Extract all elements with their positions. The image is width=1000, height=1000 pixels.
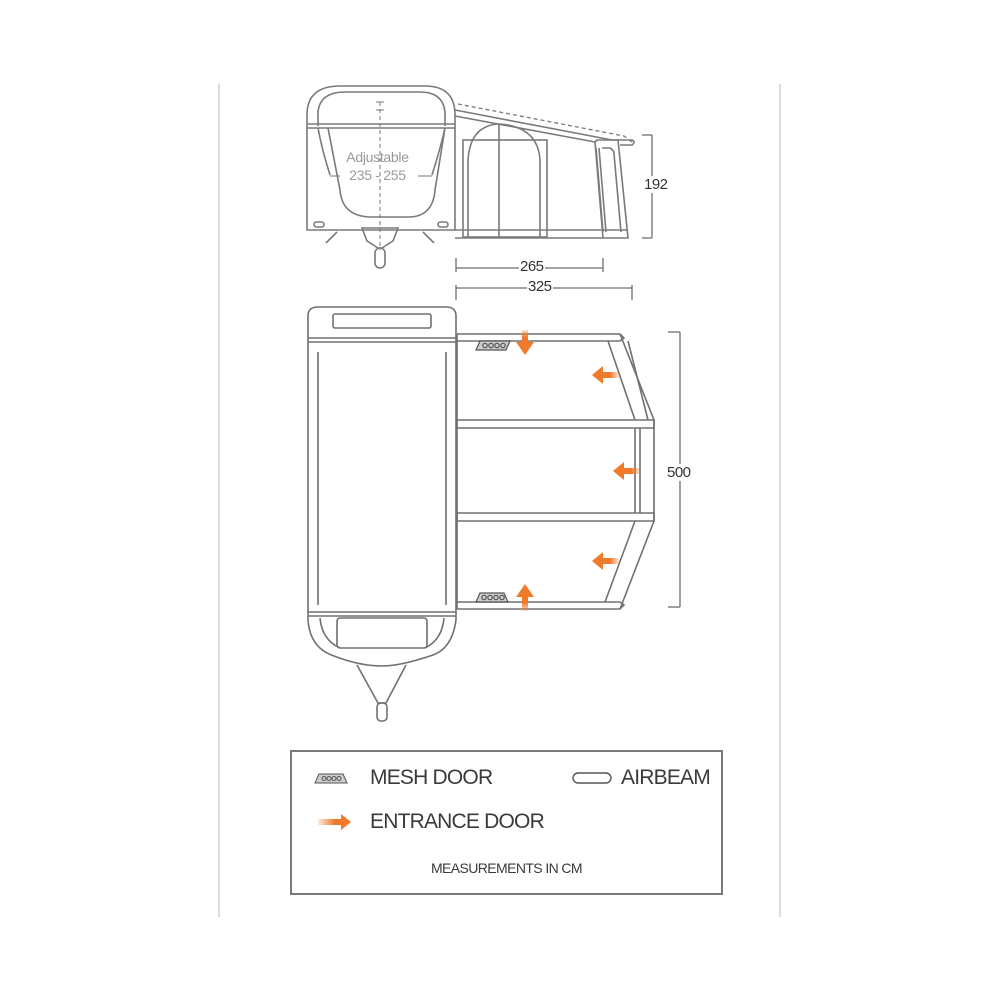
entrance-arrow-icon [592,552,619,570]
adjustable-text: Adjustable [346,149,409,165]
legend-item-entrance-door: ENTRANCE DOOR [318,810,545,834]
legend-item-mesh-door: MESH DOOR [314,766,493,790]
mesh-door-icon [475,340,511,351]
legend-label: AIRBEAM [621,766,711,789]
caravan-front-view [306,85,456,269]
entrance-arrow-icon [613,462,640,480]
legend-label: MESH DOOR [370,766,493,789]
caravan-plan-view [307,306,457,722]
depth-outer-dimension-label: 325 [527,278,553,295]
legend-item-airbeam: AIRBEAM [572,766,711,790]
awning-side-view [454,103,635,239]
mesh-door-icon [475,592,509,603]
frame-left-line [218,84,220,917]
entrance-arrow-icon [516,330,534,355]
caravan-width-label: Adjustable 235 - 255 [330,148,425,184]
legend: MESH DOOR AIRBEAM ENTRANCE DOOR MEASUREM… [290,750,723,895]
adjustable-range: 235 - 255 [349,167,406,183]
frame-right-line [779,84,781,917]
measurements-note: MEASUREMENTS IN CM [431,860,583,876]
plan-width-dimension-label: 500 [667,464,691,481]
side-view-dimensions [455,134,653,300]
entrance-arrow-icon [592,366,619,384]
airbeam-icon [572,772,612,784]
legend-label: ENTRANCE DOOR [370,810,545,833]
depth-inner-dimension-label: 265 [519,258,545,275]
entrance-arrow-icon [318,814,351,830]
entrance-arrow-icon [516,584,534,611]
mesh-door-icon [314,773,348,784]
height-dimension-label: 192 [644,176,668,193]
